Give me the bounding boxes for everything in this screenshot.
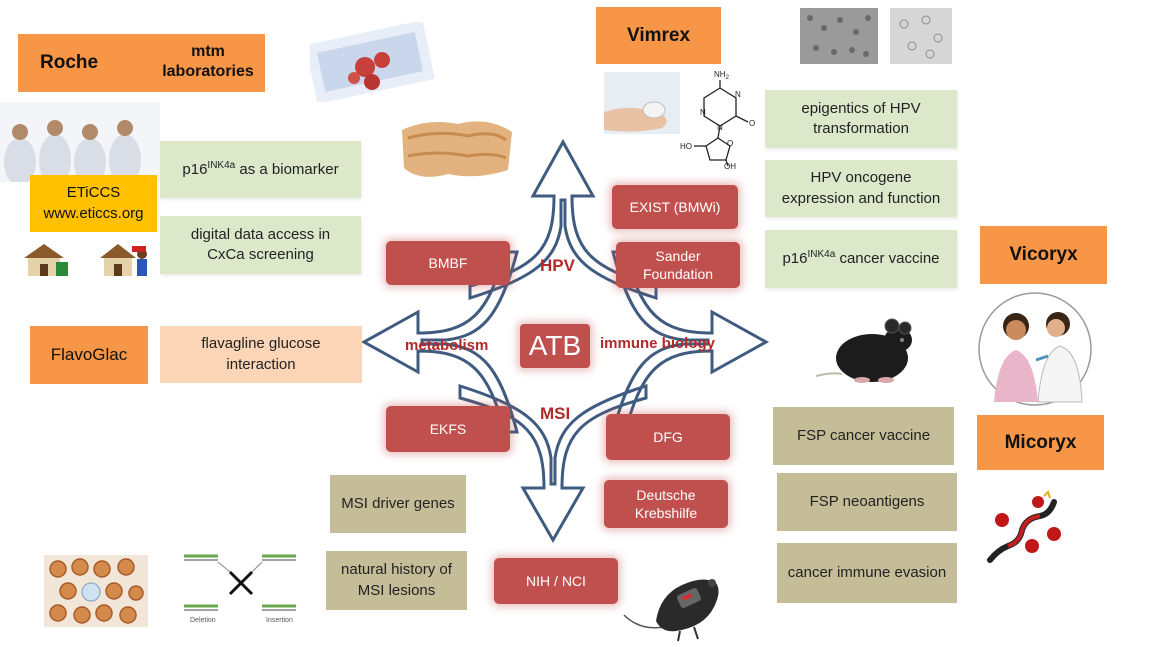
microscopy-image-dark <box>800 8 878 64</box>
dna-slippage-diagram: Deletion Insertion <box>184 554 296 624</box>
microscopy-image-light <box>890 8 952 64</box>
chem-nh2: NH2 <box>714 70 730 81</box>
topic-digital-data: digital data access in CxCa screening <box>160 216 361 274</box>
women-group-image <box>0 102 160 182</box>
funder-nih: NIH / NCI <box>494 558 618 604</box>
funder-ekfs: EKFS <box>386 406 510 452</box>
hut-icon-left <box>24 244 68 276</box>
chemical-structure-image: NH2 N N N O O HO OH <box>680 70 755 170</box>
arrow-right-immune <box>611 250 770 434</box>
funder-dfg: DFG <box>606 414 730 460</box>
vaccination-image <box>978 292 1092 406</box>
chem-ho: HO <box>680 142 692 151</box>
eticcs-box: ETiCCS www.eticcs.org <box>30 175 157 232</box>
peptide-chain-image <box>987 490 1061 563</box>
topic-oncogene: HPV oncogene expression and function <box>765 160 957 217</box>
tissue-section-image <box>402 121 512 177</box>
axis-label-immune-biology: immune biology <box>600 335 716 352</box>
mouse-image <box>815 318 912 383</box>
funder-sander: Sander Foundation <box>616 242 740 288</box>
company-mtm: mtm laboratories <box>162 43 254 80</box>
topic-immune-evasion: cancer immune evasion <box>777 543 957 603</box>
chem-o-keto: O <box>749 119 755 128</box>
chem-n-bottom: N <box>717 123 723 132</box>
funder-krebshilfe: Deutsche Krebshilfe <box>604 480 728 528</box>
eticcs-url: www.eticcs.org <box>43 204 144 222</box>
hut-icon-right <box>100 244 147 276</box>
funder-bmbf: BMBF <box>386 241 510 285</box>
center-atb-box: ATB <box>520 324 590 368</box>
topic-p16-biomarker: p16INK4a as a biomarker <box>160 141 361 198</box>
arrow-left-metabolism <box>360 250 519 434</box>
chem-o-ring: O <box>727 139 733 148</box>
topic-fsp-vaccine: FSP cancer vaccine <box>773 407 954 465</box>
company-roche: Roche <box>40 52 99 73</box>
company-flavoglac: FlavoGlac <box>30 326 148 384</box>
chem-n-top: N <box>735 90 741 99</box>
chem-n-left: N <box>700 108 706 117</box>
chem-oh: OH <box>724 162 736 170</box>
topic-fsp-neoantigens: FSP neoantigens <box>777 473 957 531</box>
axis-label-hpv: HPV <box>540 256 575 275</box>
dna-caption-deletion: Deletion <box>190 617 216 624</box>
pill-on-finger-image <box>604 72 680 134</box>
axis-label-msi: MSI <box>540 404 571 423</box>
topic-msi-driver: MSI driver genes <box>330 475 466 533</box>
company-vicoryx: Vicoryx <box>980 226 1107 284</box>
topic-msi-history: natural history of MSI lesions <box>326 551 467 610</box>
running-mouse-image <box>623 579 719 642</box>
funder-exist: EXIST (BMWi) <box>612 185 738 229</box>
topic-flavagline: flavagline glucose interaction <box>160 326 362 383</box>
company-roche-mtm-banner: Roche mtm laboratories <box>18 34 265 92</box>
stained-slide-image <box>310 22 435 102</box>
topic-epigenetics: epigentics of HPV transformation <box>765 90 957 148</box>
company-vimrex: Vimrex <box>596 7 721 64</box>
histology-cells-image <box>44 555 148 627</box>
company-micoryx: Micoryx <box>977 415 1104 470</box>
eticcs-title: ETiCCS <box>66 184 121 202</box>
axis-label-metabolism: metabolism <box>405 337 489 354</box>
topic-p16-vaccine: p16INK4a cancer vaccine <box>765 230 957 288</box>
center-label: ATB <box>528 329 582 361</box>
arrow-up-hpv <box>468 138 658 301</box>
dna-caption-insertion: Insertion <box>266 617 293 624</box>
